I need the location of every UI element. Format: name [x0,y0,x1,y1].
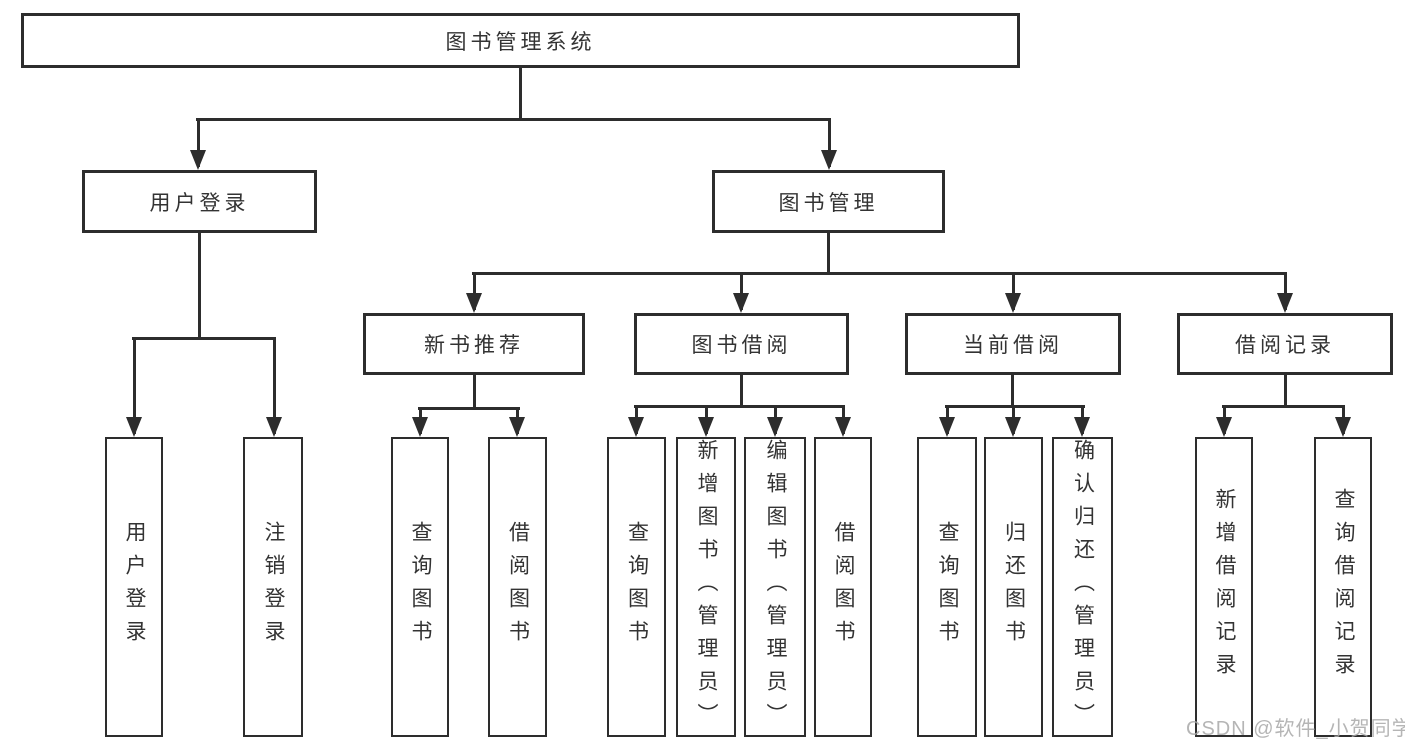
arrow-down-g4-query-record [1335,405,1351,437]
node-g2-add-books-admin: 新增图书（管理员） [676,437,736,737]
arrow-down-to-borrow-records [1277,272,1293,313]
connector-root-hline [196,118,831,121]
node-new-book-recommend: 新书推荐 [363,313,585,375]
node-g1-query-books: 查询图书 [391,437,449,737]
connector-g2-hline [634,405,845,408]
node-g2-borrow-books: 借阅图书 [814,437,872,737]
arrow-down-g2-borrow-books [835,405,851,437]
arrow-down-to-current-borrow [1005,272,1021,313]
csdn-watermark: CSDN @软件_小贺同学 [1186,718,1405,740]
arrow-down-g2-edit-books [767,405,783,437]
connector-root-stub [519,68,522,118]
node-current-borrow: 当前借阅 [905,313,1121,375]
connector-g1-stub [473,375,476,407]
connector-book-management-stub [827,233,830,272]
node-g2-query-books: 查询图书 [607,437,666,737]
arrow-down-to-new-book-recommend [466,272,482,313]
connector-g1-hline [418,407,520,410]
node-g3-return-books: 归还图书 [984,437,1043,737]
connector-user-login-hline [132,337,276,340]
node-book-management: 图书管理 [712,170,945,233]
arrow-down-to-logout [266,337,282,437]
arrow-down-g1-query-books [412,407,428,437]
connector-g3-stub [1011,375,1014,405]
node-g4-add-borrow-record: 新增借阅记录 [1195,437,1253,737]
node-g3-query-books: 查询图书 [917,437,977,737]
node-g2-edit-books-admin: 编辑图书（管理员） [744,437,806,737]
node-g1-borrow-books: 借阅图书 [488,437,547,737]
arrow-down-g2-add-books [698,405,714,437]
connector-g3-hline [945,405,1085,408]
arrow-down-g2-query-books [628,405,644,437]
arrow-down-to-book-management [821,118,837,170]
node-login: 用户登录 [105,437,163,737]
node-user-login: 用户登录 [82,170,317,233]
arrow-down-g3-return-books [1005,405,1021,437]
arrow-down-g3-query-books [939,405,955,437]
connector-g4-stub [1284,375,1287,405]
arrow-down-to-book-borrow [733,272,749,313]
node-book-borrow: 图书借阅 [634,313,849,375]
arrow-down-to-login [126,337,142,437]
node-g3-confirm-return-admin: 确认归还（管理员） [1052,437,1113,737]
node-g4-query-borrow-record: 查询借阅记录 [1314,437,1372,737]
arrow-down-g4-add-record [1216,405,1232,437]
node-logout: 注销登录 [243,437,303,737]
connector-g2-stub [740,375,743,405]
node-library-system: 图书管理系统 [21,13,1020,68]
arrow-down-g1-borrow-books [509,407,525,437]
arrow-down-g3-confirm-return [1074,405,1090,437]
node-borrow-records: 借阅记录 [1177,313,1393,375]
connector-g4-hline [1222,405,1345,408]
connector-book-management-hline [472,272,1287,275]
arrow-down-to-user-login [190,118,206,170]
connector-user-login-stub [198,233,201,337]
